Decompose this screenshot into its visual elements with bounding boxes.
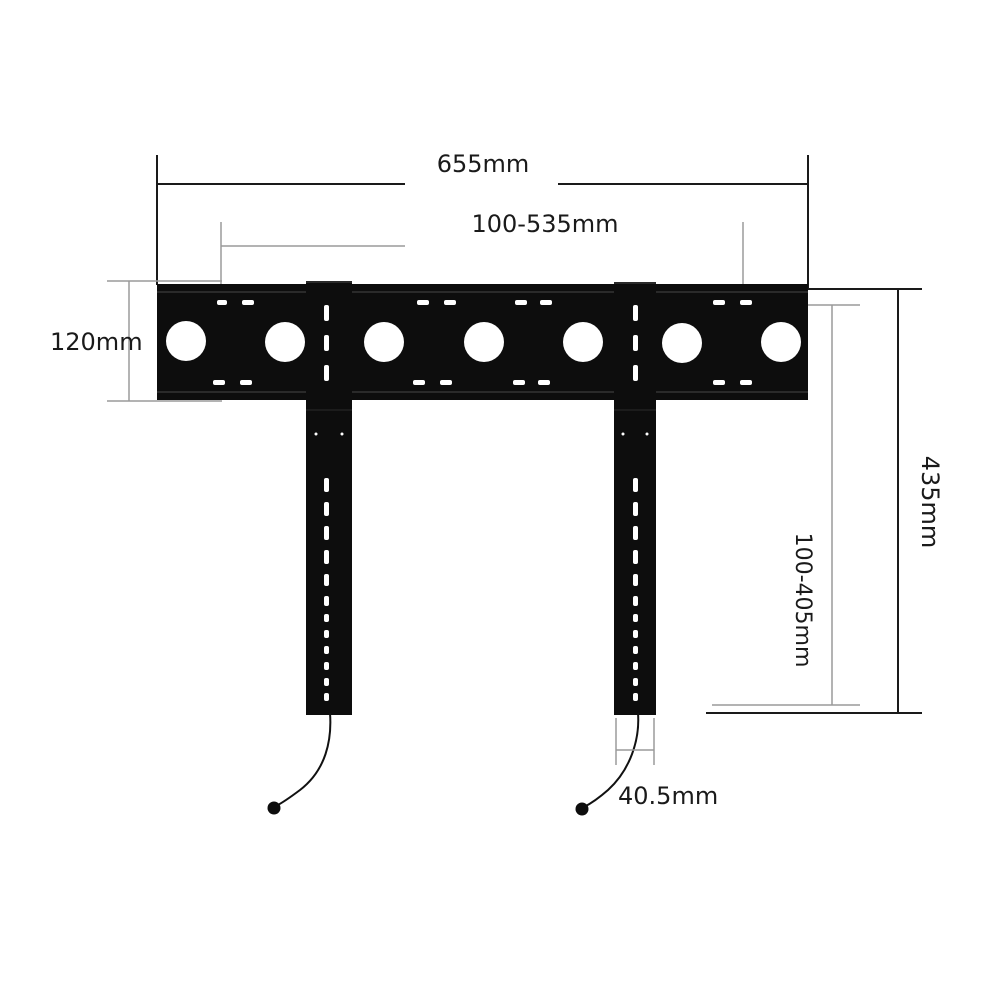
arm-width-label: 40.5mm xyxy=(618,782,718,810)
dimension-arm-width: 40.5mm xyxy=(615,718,718,810)
vesa-height-label: 100-405mm xyxy=(790,533,815,668)
rail-holes xyxy=(166,321,801,363)
right-pull-cord xyxy=(575,712,640,816)
overall-width-label: 655mm xyxy=(437,150,530,178)
dimension-rail-height: 120mm xyxy=(50,280,222,402)
dimension-overall-height: 435mm xyxy=(706,288,944,714)
dimension-overall-width: 655mm xyxy=(156,150,809,288)
vesa-width-label: 100-535mm xyxy=(471,210,618,238)
left-vertical-arm xyxy=(306,281,352,715)
dimension-vesa-height: 100-405mm xyxy=(712,304,860,706)
right-vertical-arm xyxy=(614,282,656,715)
left-arm-slots xyxy=(314,305,344,701)
horizontal-rail xyxy=(157,284,808,400)
dimension-vesa-width: 100-535mm xyxy=(220,210,744,285)
overall-height-label: 435mm xyxy=(916,456,944,549)
rail-slots xyxy=(213,300,752,385)
left-pull-cord xyxy=(267,712,332,815)
right-arm-slots xyxy=(621,305,649,701)
rail-height-label: 120mm xyxy=(50,328,143,356)
